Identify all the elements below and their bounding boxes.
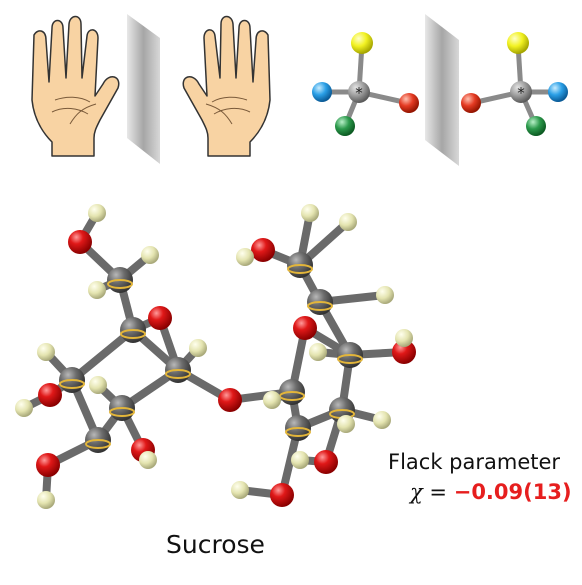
atom-of (293, 316, 317, 340)
sucrose-atoms (15, 204, 416, 509)
flack-symbol: χ (410, 480, 423, 504)
atom-c2 (120, 317, 146, 343)
atom-o6 (68, 230, 92, 254)
atom-h13 (376, 286, 394, 304)
molecule-name: Sucrose (166, 530, 265, 559)
stereo-marker-left: * (355, 84, 363, 102)
atom-h17 (337, 415, 355, 433)
atom-h4 (189, 339, 207, 357)
atom-o3 (36, 453, 60, 477)
atom-h9 (37, 491, 55, 509)
atom-h18 (373, 411, 391, 429)
atom-of6 (251, 238, 275, 262)
atom-h16 (263, 391, 281, 409)
atom-c5 (85, 427, 111, 453)
atom-o5 (148, 306, 172, 330)
atom-f5 (337, 342, 363, 368)
atom-h7 (89, 376, 107, 394)
atom-h3 (88, 281, 106, 299)
atom-h20 (291, 451, 309, 469)
right-hand-icon (182, 15, 271, 157)
atom-h15 (309, 343, 327, 361)
atom-c4 (59, 367, 85, 393)
atom-o4 (38, 383, 62, 407)
atom-h11 (301, 204, 319, 222)
atom-h2 (141, 246, 159, 264)
mirror-plane-icon (127, 14, 160, 164)
atom-of3 (270, 483, 294, 507)
flack-equals: = (429, 480, 448, 504)
atom-h5 (37, 343, 55, 361)
atom-of1 (392, 340, 416, 364)
atom-h14 (395, 329, 413, 347)
mirror-plane-icon (425, 14, 459, 166)
atom-f6 (287, 252, 313, 278)
stereo-marker-right: * (517, 84, 525, 102)
atom-h6 (15, 399, 33, 417)
chiral-center-icon: * (312, 32, 419, 136)
atom-h10 (236, 248, 254, 266)
atom-h8 (139, 451, 157, 469)
flack-parameter-label: Flack parameter (388, 450, 561, 474)
atom-c1 (165, 357, 191, 383)
atom-c6 (107, 267, 133, 293)
atom-h12 (339, 213, 357, 231)
atom-f2 (279, 379, 305, 405)
atom-h19 (231, 481, 249, 499)
atom-og (218, 388, 242, 412)
atom-f1 (307, 289, 333, 315)
flack-parameter-value-line: χ = −0.09(13) (410, 480, 572, 504)
atom-of4 (314, 450, 338, 474)
bond-c4-c2 (68, 326, 137, 384)
left-hand-icon (31, 15, 120, 157)
atom-c3 (109, 395, 135, 421)
flack-value: −0.09(13) (453, 480, 572, 504)
atom-f3 (285, 415, 311, 441)
chiral-center-icon: * (461, 32, 568, 136)
atom-h1 (88, 204, 106, 222)
